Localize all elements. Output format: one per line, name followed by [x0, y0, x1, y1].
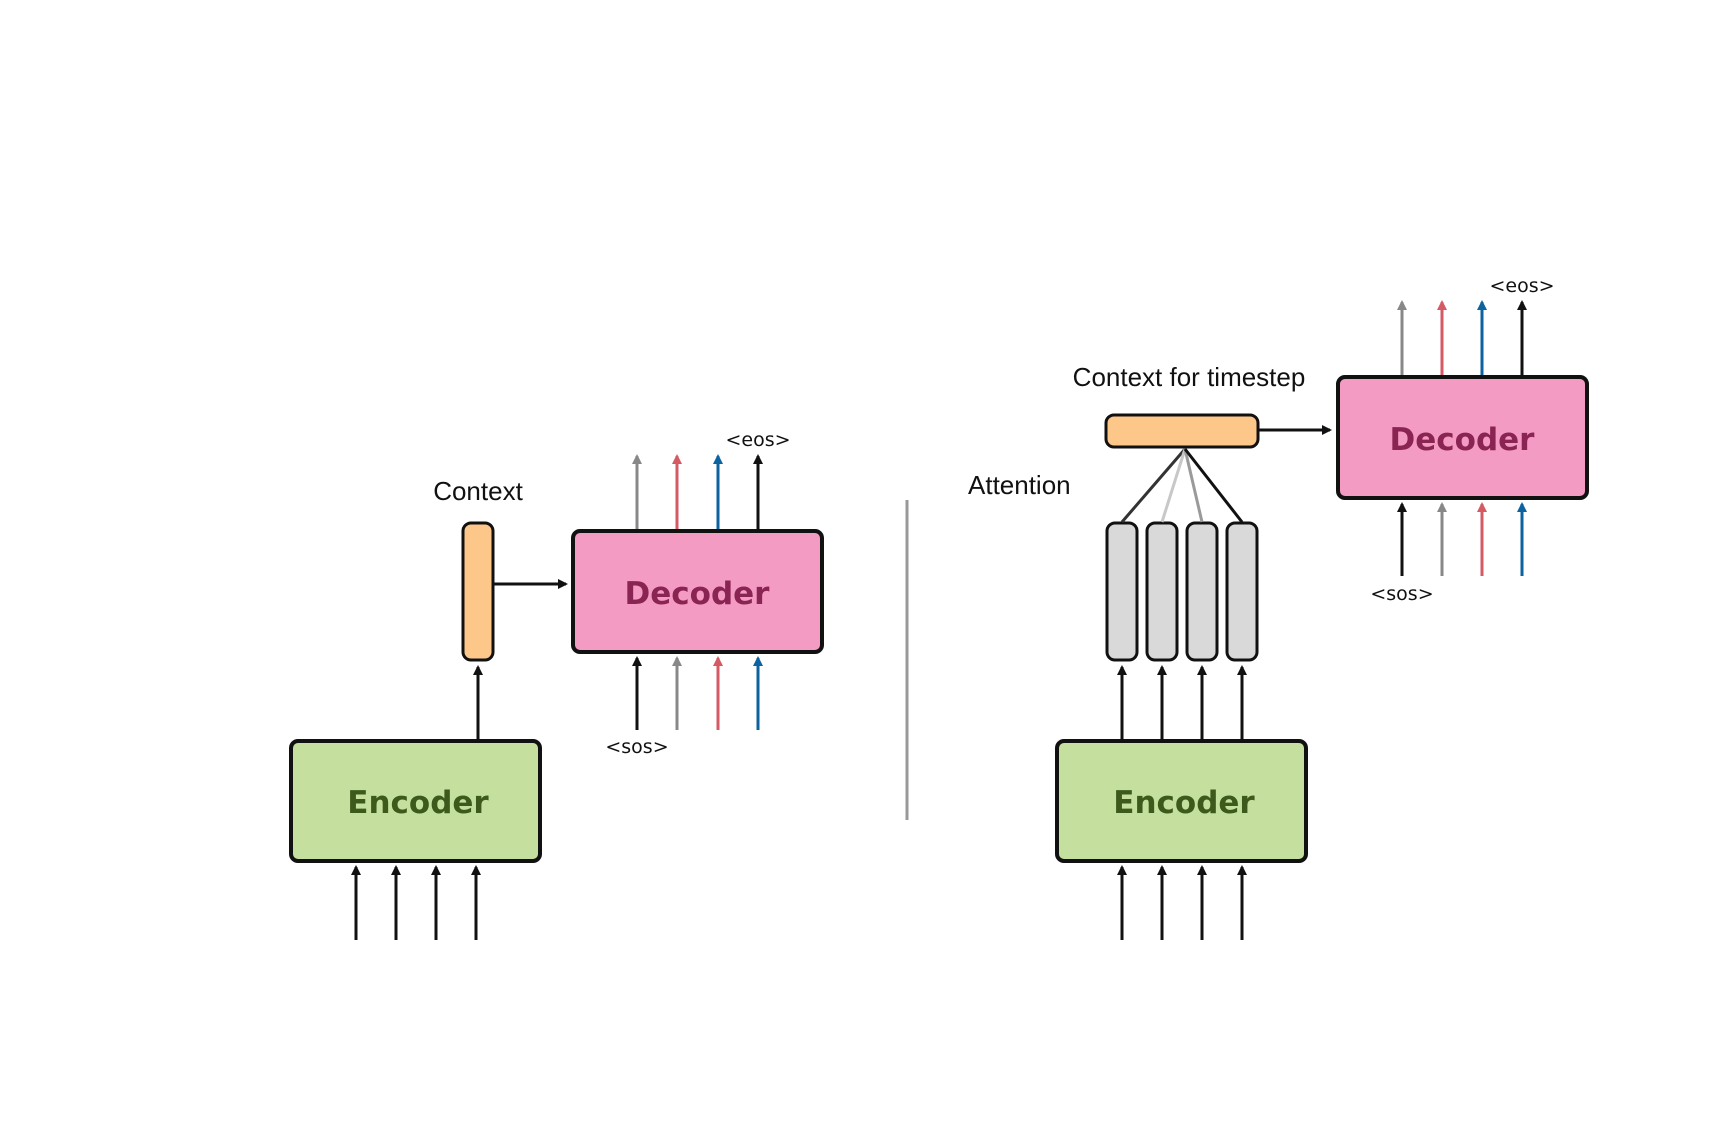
left-decoder-output-arrows — [632, 454, 763, 529]
right-decoder-output-arrows — [1397, 300, 1527, 375]
left-encoder-label: Encoder — [347, 785, 489, 821]
attention-label: Attention — [968, 470, 1071, 500]
encoder-hidden-state-4 — [1225, 521, 1259, 662]
encoder-hidden-state-1 — [1105, 521, 1139, 662]
right-decoder-box — [1336, 375, 1589, 500]
left-sos-token: <sos> — [605, 736, 668, 758]
attention-weights — [1120, 448, 1244, 523]
left-eos-token: <eos> — [725, 429, 790, 451]
right-eos-token: <eos> — [1489, 275, 1554, 297]
left-decoder-box — [571, 529, 824, 654]
context-for-timestep-label: Context for timestep — [1073, 362, 1306, 392]
left-decoder-input-arrows — [632, 656, 763, 730]
left-encoder-input-arrows — [351, 865, 481, 940]
left-context-vector — [461, 521, 495, 662]
attention-line-1 — [1120, 448, 1187, 523]
right-encoder-to-hidden-arrows — [1117, 665, 1247, 740]
right-seq2seq-attention: Encoder Attention Context for timestep — [968, 275, 1589, 940]
left-seq2seq: Encoder Context Decoder <sos> <eos> — [289, 429, 824, 940]
attention-line-3 — [1183, 448, 1204, 523]
right-encoder-input-arrows — [1117, 865, 1247, 940]
right-encoder-label: Encoder — [1113, 785, 1255, 821]
right-encoder-box — [1055, 739, 1308, 863]
encoder-hidden-state-3 — [1185, 521, 1219, 662]
attention-line-4 — [1183, 448, 1244, 523]
left-encoder-box — [289, 739, 542, 863]
left-decoder-label: Decoder — [625, 576, 771, 612]
right-sos-token: <sos> — [1370, 583, 1433, 605]
right-decoder-input-arrows — [1397, 502, 1527, 576]
encoder-hidden-state-2 — [1145, 521, 1179, 662]
left-context-label: Context — [433, 476, 523, 506]
attention-line-2 — [1160, 448, 1187, 523]
right-context-vector — [1104, 413, 1260, 449]
encoder-hidden-states — [1105, 521, 1259, 662]
right-decoder-label: Decoder — [1390, 422, 1536, 458]
